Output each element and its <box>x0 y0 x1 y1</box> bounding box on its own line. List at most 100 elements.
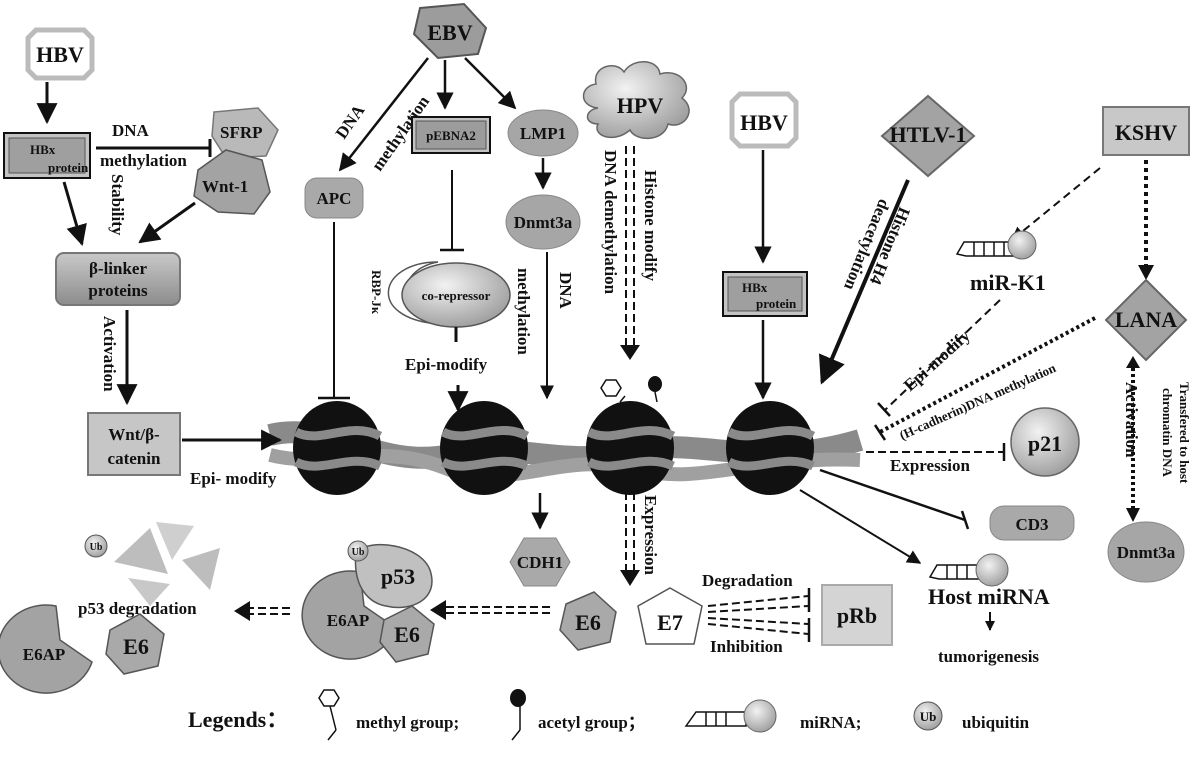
nucleosome-icon <box>726 401 816 495</box>
ebv-label: EBV <box>427 20 472 45</box>
mir-k1-label: miR-K1 <box>970 270 1046 295</box>
cdh1-node: CDH1 <box>509 537 571 587</box>
hbx-mid-box: HBx protein <box>722 271 808 317</box>
label-expression-right: Expression <box>890 456 971 475</box>
lana-node: LANA <box>1104 278 1188 362</box>
acetyl-group-icon <box>510 689 526 741</box>
wnt-beta-label-2: catenin <box>108 449 161 468</box>
legend-acetyl: acetyl group； <box>538 713 645 732</box>
ubiquitin-icon: Ub <box>347 540 369 562</box>
label-epi-modify-mid: Epi-modify <box>405 355 488 374</box>
label-lana-activation: Activation <box>1122 382 1141 458</box>
legend-ubiquitin: ubiquitin <box>962 713 1030 732</box>
e6ap-left-node: E6AP <box>0 604 93 694</box>
mirna-icon <box>928 553 1009 587</box>
sfrp-label: SFRP <box>220 123 263 142</box>
label-epi-modify-left: Epi- modify <box>190 469 277 488</box>
mirna-icon <box>955 230 1037 260</box>
e6-mid-node: E6 <box>559 591 617 651</box>
beta-linker-label-1: β-linker <box>89 259 148 278</box>
sfrp-node: SFRP <box>211 107 279 159</box>
methyl-group-icon <box>318 689 340 741</box>
label-activation-left: Activation <box>100 316 119 392</box>
hbx-left-label-2: protein <box>48 160 89 175</box>
htlv1-label: HTLV-1 <box>889 122 966 147</box>
label-degradation: Degradation <box>702 571 793 590</box>
p21-label: p21 <box>1028 431 1062 456</box>
hbx-mid-label-2: protein <box>756 296 797 311</box>
hpv-label: HPV <box>617 93 664 118</box>
label-ebv-dna: DNA <box>332 101 369 143</box>
hbx-mid-label-1: HBx <box>742 280 768 295</box>
pebna2-label: pEBNA2 <box>426 128 476 143</box>
hbx-left-label-1: HBx <box>30 142 56 157</box>
cdh1-label: CDH1 <box>517 553 563 572</box>
ub-mid-label: Ub <box>352 547 365 558</box>
nucleosome-icon <box>440 401 530 495</box>
hbv-mid-node: HBV <box>729 91 799 149</box>
prb-label: pRb <box>837 603 877 628</box>
acetyl-group-icon <box>648 376 662 403</box>
p53-label: p53 <box>381 564 415 589</box>
ub-left-label: Ub <box>90 542 103 553</box>
label-methylation-1: methylation <box>100 151 187 170</box>
beta-linker-box: β-linker proteins <box>55 252 181 306</box>
e6ap-left-label: E6AP <box>23 645 66 664</box>
ubiquitin-icon: Ub <box>913 701 943 731</box>
apc-node: APC <box>304 177 364 219</box>
p53-degradation-label: p53 degradation <box>78 599 197 618</box>
lmp1-node: LMP1 <box>507 109 579 157</box>
label-histone-modify: Histone modify <box>641 170 660 281</box>
dnmt3a-right-node: Dnmt3a <box>1107 521 1185 583</box>
label-epi-modify-right: Epi-modify <box>900 326 974 395</box>
nucleosome-icon <box>586 401 676 495</box>
wnt1-label: Wnt-1 <box>202 177 248 196</box>
co-repressor-label: co-repressor <box>422 288 491 303</box>
e7-label: E7 <box>657 610 683 635</box>
label-lana-transfer-2: chromatin DNA <box>1160 388 1175 478</box>
e6-group-node: E6 <box>379 605 435 663</box>
p21-node: p21 <box>1010 407 1080 477</box>
label-stability: Stability <box>108 174 127 236</box>
p53-node: p53 <box>354 544 433 609</box>
lmp1-label: LMP1 <box>520 124 566 143</box>
e6-left-label: E6 <box>123 634 149 659</box>
hbv-left-node: HBV <box>25 27 95 81</box>
prb-node: pRb <box>821 584 893 646</box>
cd3-label: CD3 <box>1015 515 1048 534</box>
apc-label: APC <box>317 189 352 208</box>
methyl-group-icon <box>600 379 626 403</box>
co-repressor-node: co-repressor <box>401 262 511 328</box>
label-dna-demethylation: DNA demethylation <box>601 150 620 295</box>
beta-linker-label-2: proteins <box>88 281 148 300</box>
htlv1-node: HTLV-1 <box>880 94 976 178</box>
dnmt3a-right-label: Dnmt3a <box>1117 543 1176 562</box>
legend-title: Legends： <box>188 707 288 732</box>
hbv-left-label: HBV <box>36 42 84 67</box>
label-dna-1: DNA <box>112 121 150 140</box>
p53-fragments <box>114 522 220 606</box>
e7-node: E7 <box>637 587 703 645</box>
label-inhibition: Inhibition <box>710 637 783 656</box>
e6-mid-label: E6 <box>575 610 601 635</box>
legend-ub-label: Ub <box>920 709 937 724</box>
e6ap-mid-label: E6AP <box>327 611 370 630</box>
kshv-node: KSHV <box>1102 106 1190 156</box>
legend-mirna: miRNA; <box>800 713 861 732</box>
hbx-left-box: HBx protein <box>3 132 91 179</box>
label-dnmt-methylation: methylation <box>514 268 533 355</box>
nucleosome-icon <box>293 401 383 495</box>
ubiquitin-icon: Ub <box>84 534 108 558</box>
rbp-jk-label: RBP-Jκ <box>369 270 384 315</box>
kshv-label: KSHV <box>1115 120 1177 145</box>
label-dnmt-dna: DNA <box>556 272 575 310</box>
host-mirna-label: Host miRNA <box>928 584 1050 609</box>
lana-label: LANA <box>1115 307 1177 332</box>
e6-left-node: E6 <box>105 613 165 675</box>
legend-methyl: methyl group; <box>356 713 459 732</box>
label-expression-mid: Expression <box>641 495 660 576</box>
pebna2-box: pEBNA2 <box>411 116 491 154</box>
e6-group-label: E6 <box>394 622 420 647</box>
ebv-node: EBV <box>412 2 488 60</box>
